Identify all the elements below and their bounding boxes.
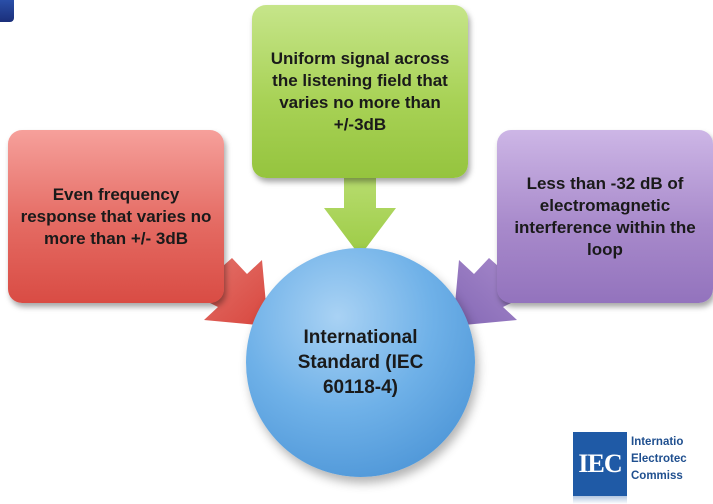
iec-logo-line: Internatio <box>631 436 684 448</box>
center-node-label: International Standard (IEC 60118-4) <box>297 327 424 398</box>
criterion-label: Uniform signal across the listening fiel… <box>270 48 450 134</box>
iec-logo: IEC Internatio Electrotec Commiss <box>573 426 713 504</box>
iec-logo-text: Internatio Electrotec Commiss <box>631 434 713 485</box>
iec-logo-reflection <box>573 496 627 504</box>
center-node-standard: International Standard (IEC 60118-4) <box>246 248 475 477</box>
iec-logo-line: Commiss <box>631 470 683 482</box>
criterion-box-interference: Less than -32 dB of electromagnetic inte… <box>497 130 713 303</box>
arrow-right <box>453 258 529 326</box>
iec-logo-line: Electrotec <box>631 453 687 465</box>
iec-logo-mark: IEC <box>573 432 627 496</box>
criterion-box-frequency-response: Even frequency response that varies no m… <box>8 130 224 303</box>
arrow-top <box>324 178 396 256</box>
criterion-label: Even frequency response that varies no m… <box>20 184 212 248</box>
corner-logo-fragment <box>0 0 14 22</box>
arrow-left <box>192 258 268 326</box>
criterion-label: Less than -32 dB of electromagnetic inte… <box>514 173 696 259</box>
criterion-box-uniform-signal: Uniform signal across the listening fiel… <box>252 5 468 178</box>
